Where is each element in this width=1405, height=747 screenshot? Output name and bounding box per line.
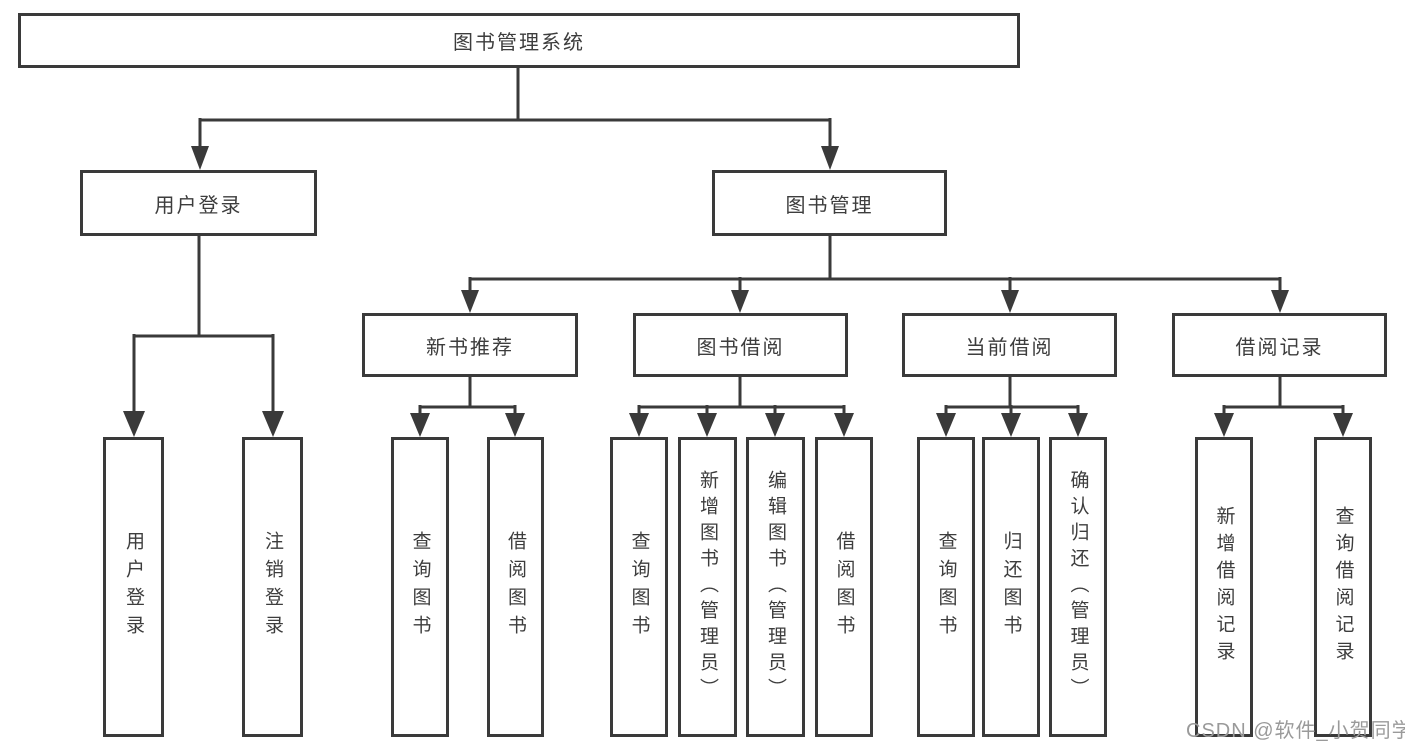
node-root: 图书管理系统 <box>18 13 1020 68</box>
leaf-add-book-admin: 新增图书（管理员） <box>678 437 737 737</box>
leaf-borrow-books-recommend: 借阅图书 <box>487 437 544 737</box>
node-current-borrowing: 当前借阅 <box>902 313 1117 377</box>
leaf-edit-book-admin: 编辑图书（管理员） <box>746 437 805 737</box>
leaf-query-books-current: 查询图书 <box>917 437 975 737</box>
node-new-book-recommend: 新书推荐 <box>362 313 578 377</box>
node-new-book-recommend-label: 新书推荐 <box>426 336 514 359</box>
node-user-login: 用户登录 <box>80 170 317 236</box>
node-borrowing-records: 借阅记录 <box>1172 313 1387 377</box>
csdn-watermark: CSDN @软件_小贺同学 <box>1186 720 1405 742</box>
node-book-management: 图书管理 <box>712 170 947 236</box>
leaf-logout: 注销登录 <box>242 437 303 737</box>
leaf-add-borrow-record: 新增借阅记录 <box>1195 437 1253 737</box>
node-root-label: 图书管理系统 <box>453 32 585 54</box>
node-user-login-label: 用户登录 <box>154 194 243 217</box>
leaf-return-book: 归还图书 <box>982 437 1040 737</box>
node-borrowing-records-label: 借阅记录 <box>1235 336 1324 359</box>
node-current-borrowing-label: 当前借阅 <box>965 336 1054 359</box>
leaf-query-borrow-record: 查询借阅记录 <box>1314 437 1372 737</box>
node-book-borrowing: 图书借阅 <box>633 313 848 377</box>
leaf-query-books-borrowing: 查询图书 <box>610 437 668 737</box>
leaf-borrow-books-borrowing: 借阅图书 <box>815 437 873 737</box>
leaf-confirm-return-admin: 确认归还（管理员） <box>1049 437 1107 737</box>
leaf-query-books-recommend: 查询图书 <box>391 437 449 737</box>
node-book-borrowing-label: 图书借阅 <box>696 336 785 359</box>
leaf-user-login: 用户登录 <box>103 437 164 737</box>
node-book-management-label: 图书管理 <box>785 194 874 217</box>
